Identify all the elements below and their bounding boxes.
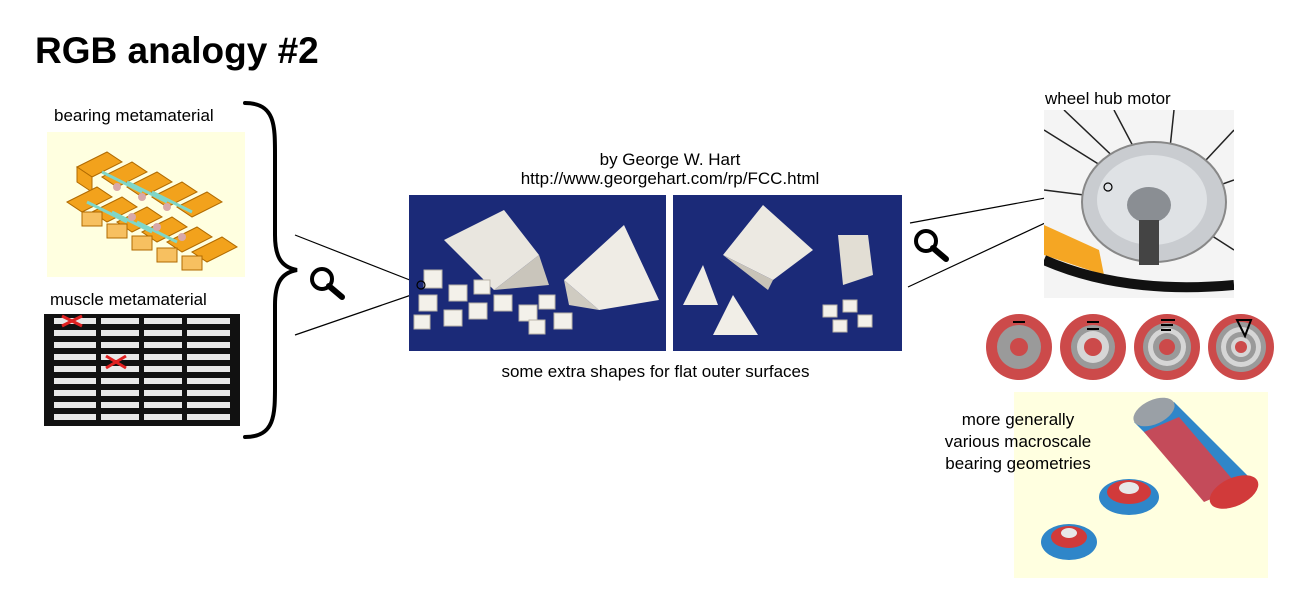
polyhedra-photo-right <box>673 195 902 351</box>
general-line-3: bearing geometries <box>945 454 1091 473</box>
left-zoom-lines <box>294 234 421 336</box>
muscle-metamaterial-label: muscle metamaterial <box>50 290 207 309</box>
credit-author: by George W. Hart <box>599 150 741 169</box>
ring-diagram-4 <box>1208 314 1274 380</box>
curly-brace <box>243 101 298 439</box>
magnifier-icon <box>914 229 949 262</box>
credit-url[interactable]: http://www.georgehart.com/rp/FCC.html <box>520 169 820 188</box>
photo-caption: some extra shapes for flat outer surface… <box>501 362 810 381</box>
bearing-metamaterial-image <box>47 132 245 277</box>
cylinder-bearing <box>1133 397 1259 509</box>
ring-diagram-3 <box>1134 314 1200 380</box>
ring-diagram-1 <box>986 314 1052 380</box>
ring-bearing-middle <box>1099 479 1159 515</box>
general-line-2: various macroscale <box>944 432 1092 451</box>
macroscale-bearings-image <box>1014 392 1268 578</box>
ring-diagram-2 <box>1060 314 1126 380</box>
muscle-metamaterial-image <box>44 314 240 426</box>
bearing-ring-diagrams <box>986 314 1274 380</box>
polyhedra-photo-left <box>409 195 666 351</box>
wheel-hub-motor-label: wheel hub motor <box>1045 89 1171 108</box>
bearing-metamaterial-label: bearing metamaterial <box>54 106 214 125</box>
magnifier-icon <box>310 267 345 300</box>
ring-bearing-small <box>1041 524 1097 560</box>
general-line-1: more generally <box>961 410 1075 429</box>
wheel-hub-motor-photo <box>1044 110 1234 298</box>
page-title: RGB analogy #2 <box>35 30 319 71</box>
